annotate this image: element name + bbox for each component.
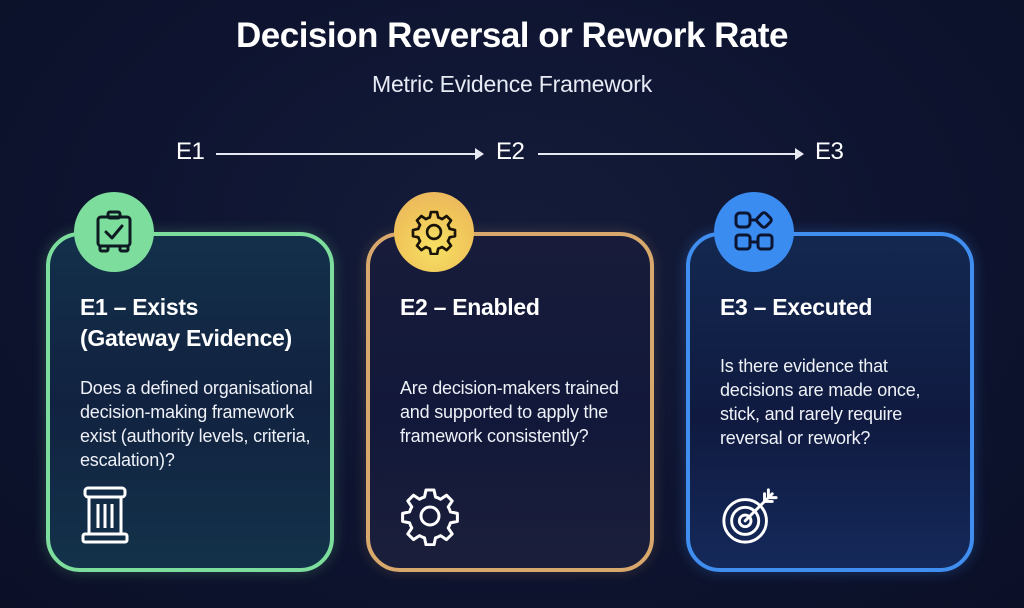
card-e1-exists: E1 – Exists (Gateway Evidence) Does a de… (46, 232, 334, 572)
card-body: Is there evidence that decisions are mad… (720, 356, 921, 448)
workflow-icon (734, 211, 774, 251)
page-title: Decision Reversal or Rework Rate (235, 16, 789, 55)
flow-arrow-icon (216, 148, 484, 160)
card-title: E1 – Exists (Gateway Evidence) (80, 294, 292, 351)
gear-icon (411, 210, 457, 255)
card-body: Are decision-makers trained and supporte… (400, 378, 619, 446)
flow-step-e2: E2 (496, 138, 525, 165)
evidence-flow: E1 E2 E3 (0, 138, 1024, 170)
card-e3-executed: E3 – Executed Is there evidence that dec… (686, 232, 974, 572)
card-body: Does a defined organisational decision-m… (80, 378, 313, 470)
page-subtitle: Metric Evidence Framework (371, 71, 653, 97)
card-title: E3 – Executed (720, 294, 873, 320)
gear-icon (401, 488, 459, 546)
flow-step-e1: E1 (176, 138, 205, 165)
target-icon (722, 488, 778, 544)
flow-arrow-icon (538, 148, 804, 160)
flow-step-e3: E3 (815, 138, 844, 165)
badge-e1 (74, 192, 154, 272)
badge-e3 (714, 192, 794, 272)
badge-e2 (394, 192, 474, 272)
pillar-icon (81, 486, 129, 544)
card-title: E2 – Enabled (400, 294, 540, 320)
card-e2-enabled: E2 – Enabled Are decision-makers trained… (366, 232, 654, 572)
clipboard-check-icon (96, 210, 132, 253)
